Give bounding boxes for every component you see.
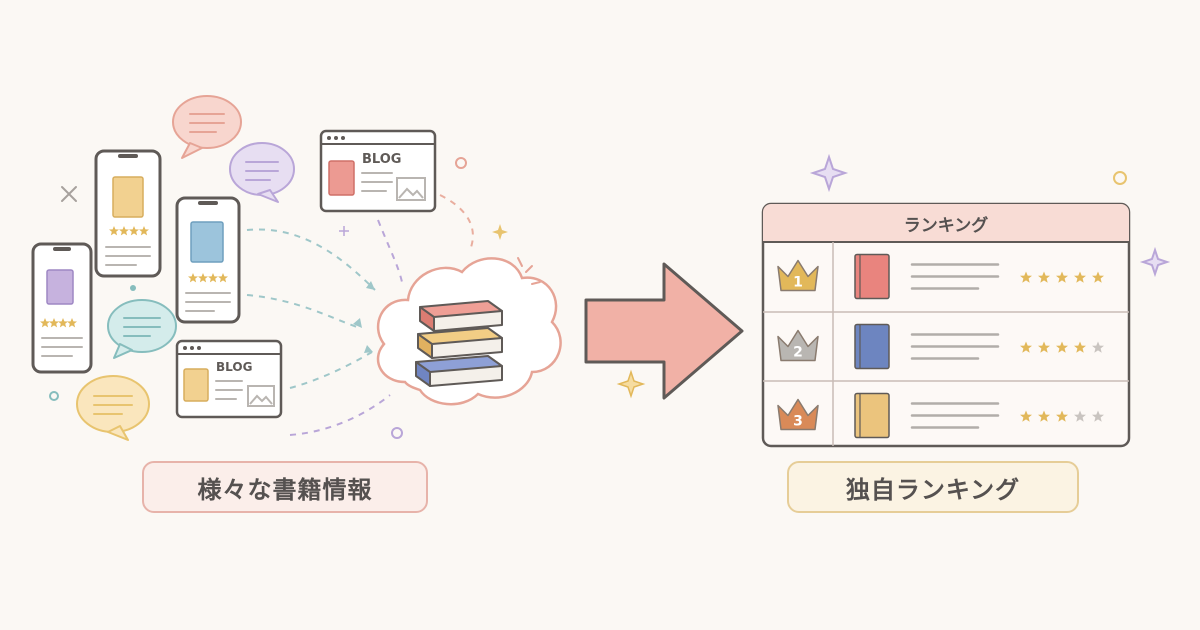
ranking-title: ランキング [904, 215, 989, 236]
book-icon [854, 253, 890, 300]
blog-label: BLOG [216, 360, 252, 374]
placeholder-lines [910, 263, 1000, 290]
arrowhead [364, 345, 373, 353]
speech-bubble-yellow [76, 375, 150, 441]
placeholder-lines [910, 333, 1000, 360]
star-filled [1020, 271, 1032, 283]
flow-arrow-phone-top [246, 228, 376, 291]
book-icon [190, 221, 224, 263]
rank-number: 1 [793, 275, 803, 291]
star-filled [1056, 271, 1068, 283]
circle-dot [1113, 171, 1127, 185]
ranking-caption: 独自ランキング [787, 461, 1079, 513]
book-icon [328, 160, 355, 196]
circle-dot [391, 427, 403, 439]
book-icon [854, 392, 890, 439]
placeholder-lines [910, 402, 1000, 429]
star-filled [1038, 410, 1050, 422]
arrowheads [353, 281, 375, 353]
blog-window-bottom: BLOG [175, 339, 283, 419]
plus-mark [339, 226, 349, 236]
book-icon [183, 368, 209, 402]
rank-number: 2 [793, 345, 803, 361]
crown-icon: 3 [777, 398, 819, 431]
star-filled [1038, 271, 1050, 283]
star-filled [1020, 410, 1032, 422]
circle-dot [455, 157, 467, 169]
star-empty [1092, 341, 1104, 353]
transform-arrow [584, 262, 744, 400]
rating-stars [1020, 271, 1104, 283]
circle-dot [49, 391, 59, 401]
crown-icon: 1 [777, 259, 819, 292]
star-empty [1074, 410, 1086, 422]
ranking-header [763, 204, 1129, 242]
star-filled [1074, 271, 1086, 283]
star-filled [1056, 341, 1068, 353]
rank-number: 3 [793, 414, 803, 430]
image-icon [396, 177, 426, 201]
ranking-row: 2 [777, 323, 1104, 370]
sparkle-icon [809, 153, 849, 193]
speech-bubble-purple [229, 142, 295, 203]
star-filled [1074, 341, 1086, 353]
ranking-row: 3 [777, 392, 1104, 439]
flow-arrow-bottom [289, 394, 391, 436]
book-icon [46, 269, 74, 305]
star-filled [1020, 341, 1032, 353]
phone-left [31, 242, 93, 374]
flow-arrow-phone-middle [246, 294, 361, 329]
sources-caption: 様々な書籍情報 [142, 461, 428, 513]
star-filled [1038, 341, 1050, 353]
arrowhead [353, 318, 362, 328]
sparkle-lines [517, 257, 541, 285]
rating-stars [1020, 410, 1104, 422]
sparkle-icon [492, 224, 508, 240]
ranking-row: 1 [777, 253, 1104, 300]
star-empty [1092, 410, 1104, 422]
arrowhead [366, 281, 375, 290]
speech-bubble-coral [172, 95, 242, 159]
phone-back [94, 149, 162, 278]
flow-arrows [246, 194, 474, 436]
blog-window-top: BLOG [319, 129, 437, 213]
book-icon [112, 176, 144, 218]
sparkle-icon [616, 369, 646, 399]
rating-stars [1020, 341, 1104, 353]
sparkle-icon [1139, 246, 1171, 278]
cross-mark [61, 186, 77, 202]
star-filled [1092, 271, 1104, 283]
crown-icon: 2 [777, 329, 819, 362]
blog-label: BLOG [362, 152, 401, 167]
flow-arrow-blog-bottom [289, 351, 373, 389]
image-icon [247, 385, 275, 407]
book-icon [854, 323, 890, 370]
ranking-panel: ランキング 1 2 3 [761, 202, 1131, 448]
circle-dot [130, 285, 136, 291]
flow-arrow-blog-top [377, 219, 403, 283]
book-stack-icon [415, 300, 503, 387]
flow-arrow-top-right [439, 194, 474, 251]
decorations-left [49, 157, 508, 439]
speech-bubble-teal [107, 299, 177, 359]
star-filled [1056, 410, 1068, 422]
phone-front [175, 196, 241, 324]
